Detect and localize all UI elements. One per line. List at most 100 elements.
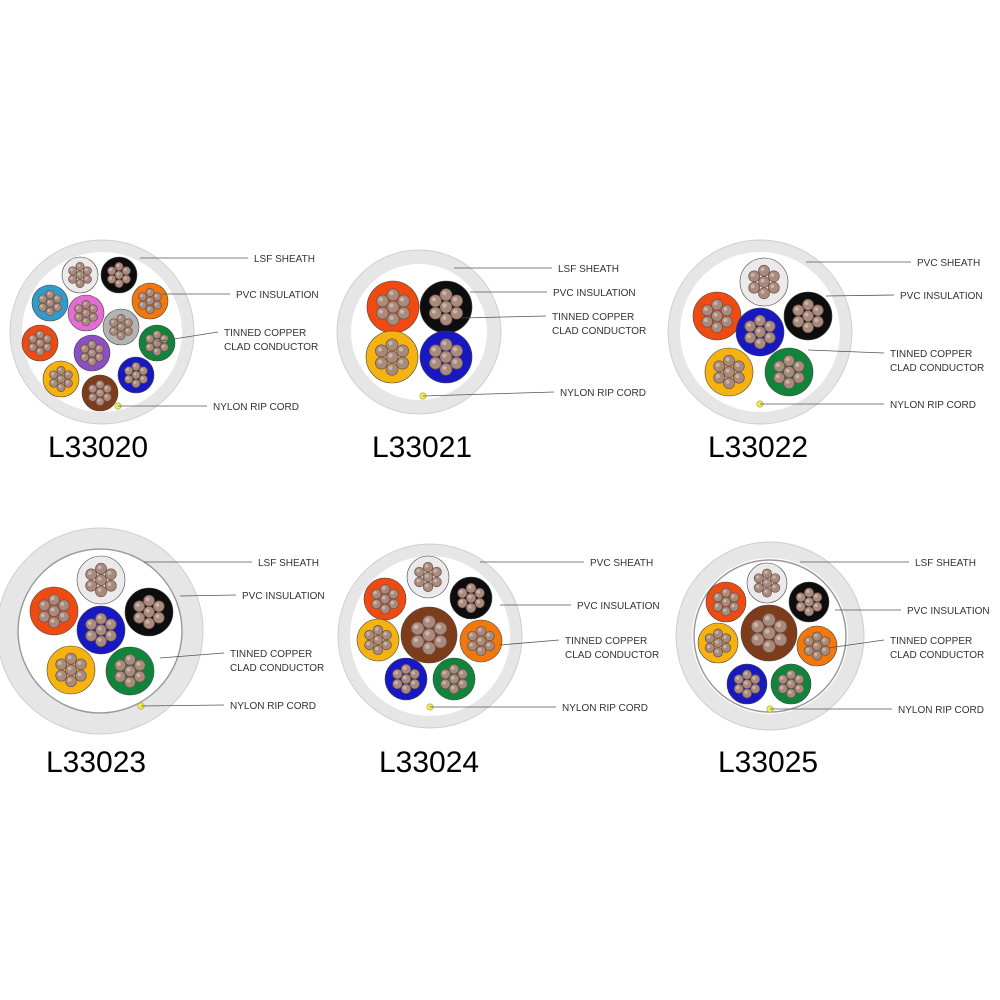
strand-highlight [715,363,720,367]
strand-highlight [411,671,416,675]
core-cyan [31,284,69,322]
copper-strand [770,582,781,593]
core-black [449,576,493,620]
strand-highlight [116,264,120,267]
strand-highlight [145,597,150,602]
strand-highlight [97,588,102,592]
strand-highlight [756,328,761,333]
copper-strand [145,288,155,297]
strand-highlight [744,671,748,676]
copper-strand [65,652,77,665]
strand-highlight [707,645,711,649]
strand-highlight [47,300,51,304]
strand-highlight [451,676,455,680]
strand-highlight [394,671,398,675]
strand-highlight [399,347,404,352]
strand-highlight [436,624,442,630]
core-red-orange [29,586,79,636]
copper-strand [732,371,745,384]
strand-highlight [715,640,719,644]
copper-strand [376,306,389,320]
copper-strand [28,342,38,352]
strand-highlight [469,633,473,637]
strand-highlight [126,679,131,683]
core-purple [73,334,111,372]
strand-highlight [725,357,730,362]
strand-highlight [50,619,55,623]
copper-strand [35,330,45,339]
strand-highlight [723,645,727,649]
core-blue [726,663,768,705]
sheath-outline [667,239,853,425]
copper-strand [439,288,453,302]
strand-highlight [54,304,58,308]
strand-highlight [746,323,751,327]
copper-strand [439,312,453,326]
strand-highlight [770,284,775,289]
strand-highlight [118,333,122,336]
strand-highlight [806,589,810,594]
strand-highlight [135,603,140,607]
strand-highlight [442,671,446,675]
copper-strand [385,338,399,352]
copper-strand [56,374,66,384]
copper-strand [431,576,442,588]
copper-strand [74,658,87,671]
copper-strand [131,379,141,388]
strand-highlight [154,332,158,335]
copper-strand [49,370,59,380]
strand-highlight [126,656,131,661]
callout-label: LSF SHEATH [558,264,619,275]
copper-strand [145,334,155,344]
strand-highlight [476,590,481,594]
strand-highlight [703,307,708,311]
copper-strand [114,659,127,672]
strand-highlight [133,364,137,367]
sheath-outline [675,541,865,731]
strand-highlight [814,643,818,647]
copper-strand [159,342,169,352]
core-red-orange [366,280,420,334]
strand-highlight [486,643,491,647]
strand-highlight [378,309,383,314]
leader-line [159,652,225,659]
copper-strand [758,287,770,300]
product-code: L33020 [48,431,148,464]
copper-strand [701,304,714,317]
copper-strand [152,330,162,339]
strand-highlight [373,601,377,605]
copper-strand [720,315,733,328]
copper-strand [767,281,780,294]
copper-strand [812,592,823,603]
copper-strand [440,678,451,690]
leader-line [827,639,885,649]
copper-strand [74,312,84,322]
strand-highlight [775,374,780,379]
copper-strand [375,356,388,370]
strand-highlight [785,368,790,373]
copper-strand [721,633,732,644]
strand-highlight [723,589,727,594]
strand-highlight [806,638,810,642]
strand-highlight [736,686,740,690]
strand-highlight [147,307,151,310]
strand-highlight [116,673,121,678]
strand-highlight [822,648,826,652]
strand-highlight [67,666,72,671]
strand-highlight [431,347,436,352]
copper-strand [152,347,162,356]
strand-highlight [375,637,379,641]
strand-highlight [713,324,718,328]
strand-highlight [97,638,102,642]
copper-strand [45,298,55,308]
strand-highlight [87,621,92,625]
copper-strand [744,331,757,344]
strand-highlight [96,346,100,350]
strand-highlight [753,635,759,641]
callout-label: LSF SHEATH [258,558,319,569]
strand-highlight [486,633,491,637]
core-pink [67,294,105,332]
copper-strand [723,354,735,367]
copper-strand [107,274,117,284]
